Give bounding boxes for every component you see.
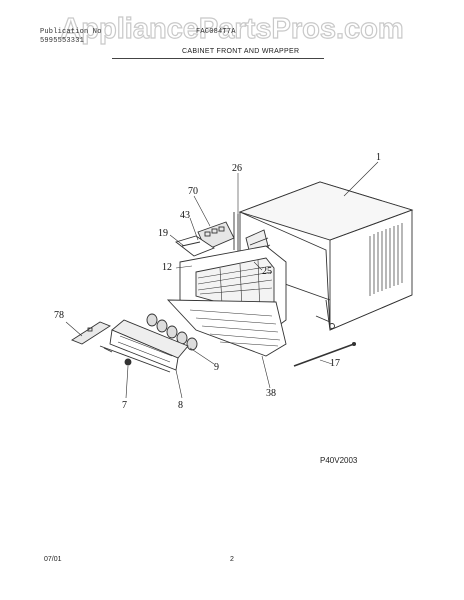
callout-7: 7	[122, 400, 127, 411]
remote-control	[71, 321, 111, 345]
callout-19: 19	[158, 228, 168, 239]
title-rule	[112, 58, 324, 59]
watermark: AppliancePartsPros.com	[60, 12, 404, 45]
drain-rod	[293, 341, 357, 367]
cabinet-wrapper	[238, 181, 414, 331]
bottom-panel	[166, 299, 287, 357]
air-deflector	[109, 319, 189, 371]
section-title: CABINET FRONT AND WRAPPER	[182, 48, 300, 55]
callout-43: 43	[180, 210, 190, 221]
callout-1: 1	[376, 152, 381, 163]
watermark-text: AppliancePartsPros.com	[60, 13, 403, 45]
callout-17: 17	[330, 358, 340, 369]
callout-26: 26	[232, 163, 242, 174]
callout-78: 78	[54, 310, 64, 321]
control-knobs	[146, 313, 198, 351]
diagram-code: P40V2003	[320, 456, 358, 465]
model-number: FAC084T7A	[196, 28, 236, 36]
footer-page-number: 2	[230, 556, 234, 563]
louver-linkage	[99, 345, 171, 373]
callout-70: 70	[188, 186, 198, 197]
publication-number: 5995553331	[40, 37, 85, 45]
leader-lines	[65, 161, 379, 399]
callout-8: 8	[178, 400, 183, 411]
callout-12: 12	[162, 262, 172, 273]
footer-date: 07/01	[44, 556, 62, 563]
publication-label: Publication No	[40, 28, 102, 36]
callout-38: 38	[266, 388, 276, 399]
callout-25: 25	[262, 266, 272, 277]
callout-9: 9	[214, 362, 219, 373]
